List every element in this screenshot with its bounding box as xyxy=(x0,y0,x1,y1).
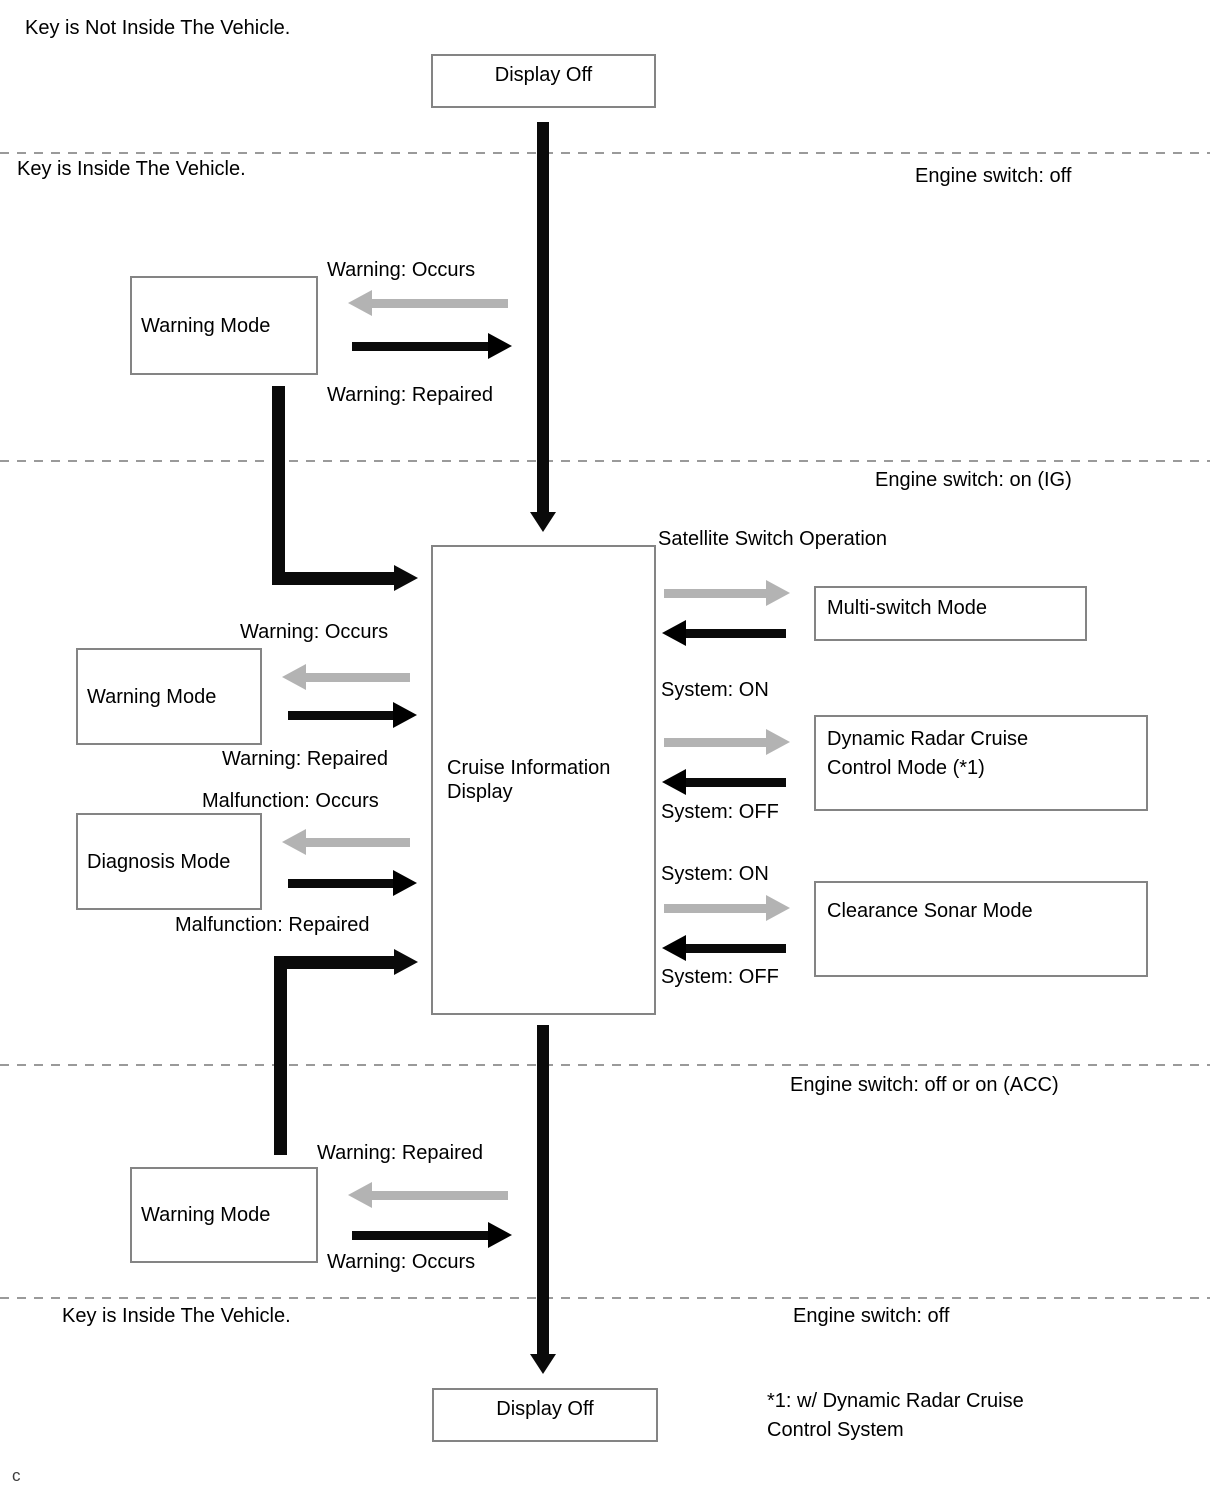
arrow-right-to-dynamic-radar-icon xyxy=(664,729,790,755)
divider-key-inside-bottom xyxy=(0,1297,1210,1299)
arrow-down-display-to-cruise-icon xyxy=(530,122,556,532)
connector-bottom-warning-arrowhead-icon xyxy=(394,949,418,975)
connector-top-warning-horizontal xyxy=(272,572,394,585)
label-malfunction-repaired: Malfunction: Repaired xyxy=(175,914,370,936)
connector-top-warning-arrowhead-icon xyxy=(394,565,418,591)
arrow-right-to-multi-switch-icon xyxy=(664,580,790,606)
node-warning-mode-top: Warning Mode xyxy=(130,276,318,375)
footnote-line2: Control System xyxy=(767,1419,904,1441)
arrow-shaft xyxy=(537,122,549,512)
page-marker: c xyxy=(12,1466,21,1485)
arrow-head xyxy=(530,512,556,532)
region-label-engine-acc: Engine switch: off or on (ACC) xyxy=(790,1074,1059,1096)
label-satellite-switch-operation: Satellite Switch Operation xyxy=(658,528,888,550)
arrow-left-from-dynamic-radar-icon xyxy=(662,769,786,795)
dynamic-radar-label: Dynamic Radar Cruise Control Mode (*1) xyxy=(827,728,1029,779)
arrow-left-warning-occurs-mid-icon xyxy=(282,664,410,690)
arrow-right-warning-occurs-bottom-icon xyxy=(352,1222,512,1248)
arrow-left-from-multi-switch-icon xyxy=(662,620,786,646)
divider-engine-acc xyxy=(0,1064,1210,1066)
arrow-head xyxy=(530,1354,556,1374)
arrow-shaft xyxy=(537,1025,549,1354)
arrow-left-from-clearance-sonar-icon xyxy=(662,935,786,961)
arrow-left-warning-occurs-top-icon xyxy=(348,290,508,316)
region-label-key-not-inside: Key is Not Inside The Vehicle. xyxy=(25,17,291,39)
arrow-down-cruise-to-display-icon xyxy=(530,1025,556,1374)
node-diagnosis-mode: Diagnosis Mode xyxy=(76,813,262,910)
arrow-right-malfunction-repaired-icon xyxy=(288,870,417,896)
footnote-line1: *1: w/ Dynamic Radar Cruise xyxy=(767,1390,1024,1412)
connector-bottom-warning-vertical xyxy=(274,956,287,1155)
label-system-off-radar: System: OFF xyxy=(661,801,779,823)
arrow-left-warning-repaired-bottom-icon xyxy=(348,1182,508,1208)
node-clearance-sonar-mode: Clearance Sonar Mode xyxy=(814,881,1148,977)
arrow-right-to-clearance-sonar-icon xyxy=(664,895,790,921)
arrow-right-warning-repaired-top-icon xyxy=(352,333,512,359)
region-label-engine-off-bottom: Engine switch: off xyxy=(793,1305,950,1327)
connector-bottom-warning-horizontal xyxy=(274,956,394,969)
node-warning-mode-bottom: Warning Mode xyxy=(130,1167,318,1263)
label-warning-repaired-bottom: Warning: Repaired xyxy=(317,1142,484,1164)
node-multi-switch-mode: Multi-switch Mode xyxy=(814,586,1087,641)
node-cruise-information-display: Cruise Information Display xyxy=(431,545,656,1015)
label-system-on-radar: System: ON xyxy=(661,679,769,701)
arrow-left-malfunction-occurs-icon xyxy=(282,829,410,855)
label-warning-occurs-bottom: Warning: Occurs xyxy=(327,1251,476,1273)
connector-top-warning-vertical xyxy=(272,386,285,585)
region-label-key-inside-top: Key is Inside The Vehicle. xyxy=(17,158,246,180)
cruise-info-label: Cruise Information Display xyxy=(447,757,611,803)
label-warning-occurs-top: Warning: Occurs xyxy=(327,259,476,281)
label-warning-repaired-top: Warning: Repaired xyxy=(327,384,494,406)
label-system-on-sonar: System: ON xyxy=(661,863,769,885)
region-label-engine-off-top: Engine switch: off xyxy=(915,165,1072,187)
label-warning-occurs-mid: Warning: Occurs xyxy=(240,621,389,643)
divider-key-inside-top xyxy=(0,152,1210,154)
node-display-off-bottom: Display Off xyxy=(432,1388,658,1442)
node-warning-mode-mid: Warning Mode xyxy=(76,648,262,745)
region-label-engine-on-ig: Engine switch: on (IG) xyxy=(875,469,1072,491)
node-dynamic-radar-cruise-control-mode: Dynamic Radar Cruise Control Mode (*1) xyxy=(814,715,1148,811)
region-label-key-inside-bottom: Key is Inside The Vehicle. xyxy=(62,1305,291,1327)
node-display-off-top: Display Off xyxy=(431,54,656,108)
arrow-right-warning-repaired-mid-icon xyxy=(288,702,417,728)
label-system-off-sonar: System: OFF xyxy=(661,966,779,988)
divider-engine-on-ig xyxy=(0,460,1210,462)
label-malfunction-occurs: Malfunction: Occurs xyxy=(202,790,379,812)
label-warning-repaired-mid: Warning: Repaired xyxy=(222,748,389,770)
